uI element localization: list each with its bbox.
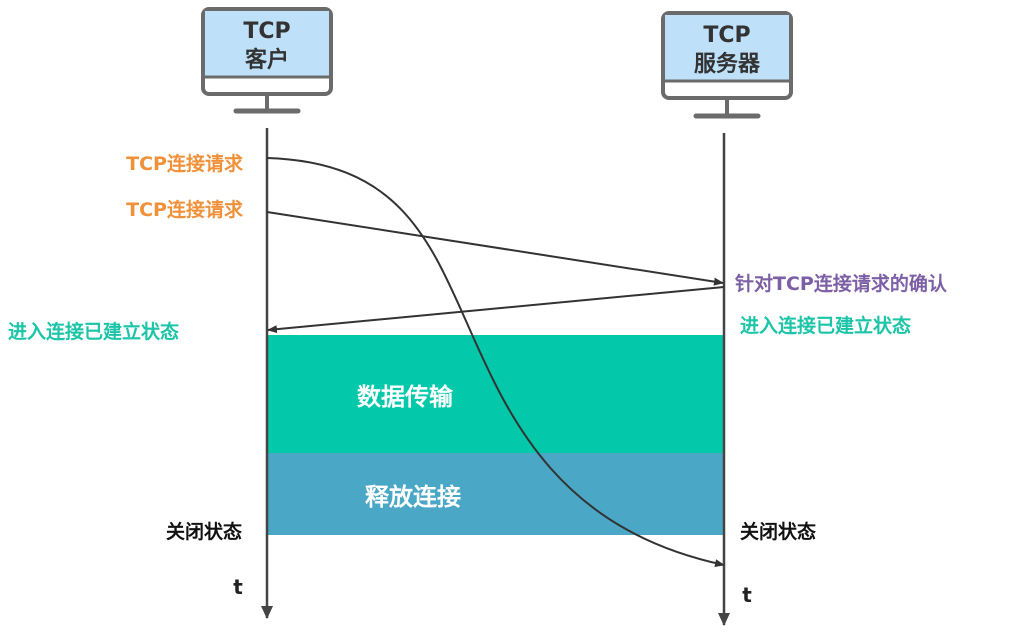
client-subtitle: 客户 <box>245 47 289 73</box>
ack-label: 针对TCP连接请求的确认 <box>735 272 947 295</box>
client-title: TCP <box>243 19 290 44</box>
request-label-1: TCP连接请求 <box>126 152 244 175</box>
release-block <box>267 453 724 535</box>
data-transfer-label: 数据传输 <box>357 383 454 411</box>
client-established-label: 进入连接已建立状态 <box>8 320 179 343</box>
server-title: TCP <box>703 23 750 48</box>
ack-arrow <box>267 286 725 334</box>
server-monitor-icon: TCP 服务器 <box>661 11 793 119</box>
client-time-label: t <box>233 575 243 599</box>
request-arrow <box>266 211 724 286</box>
server-subtitle: 服务器 <box>694 52 761 77</box>
data-transfer-block <box>267 335 724 453</box>
server-time-label: t <box>742 583 752 607</box>
client-monitor-icon: TCP 客户 <box>201 7 333 114</box>
request-label-2: TCP连接请求 <box>126 198 244 221</box>
release-label: 释放连接 <box>365 483 461 511</box>
server-established-label: 进入连接已建立状态 <box>740 314 911 337</box>
server-closed-label: 关闭状态 <box>740 520 816 543</box>
delayed-request-arrow <box>266 157 725 568</box>
client-closed-label: 关闭状态 <box>166 520 242 543</box>
